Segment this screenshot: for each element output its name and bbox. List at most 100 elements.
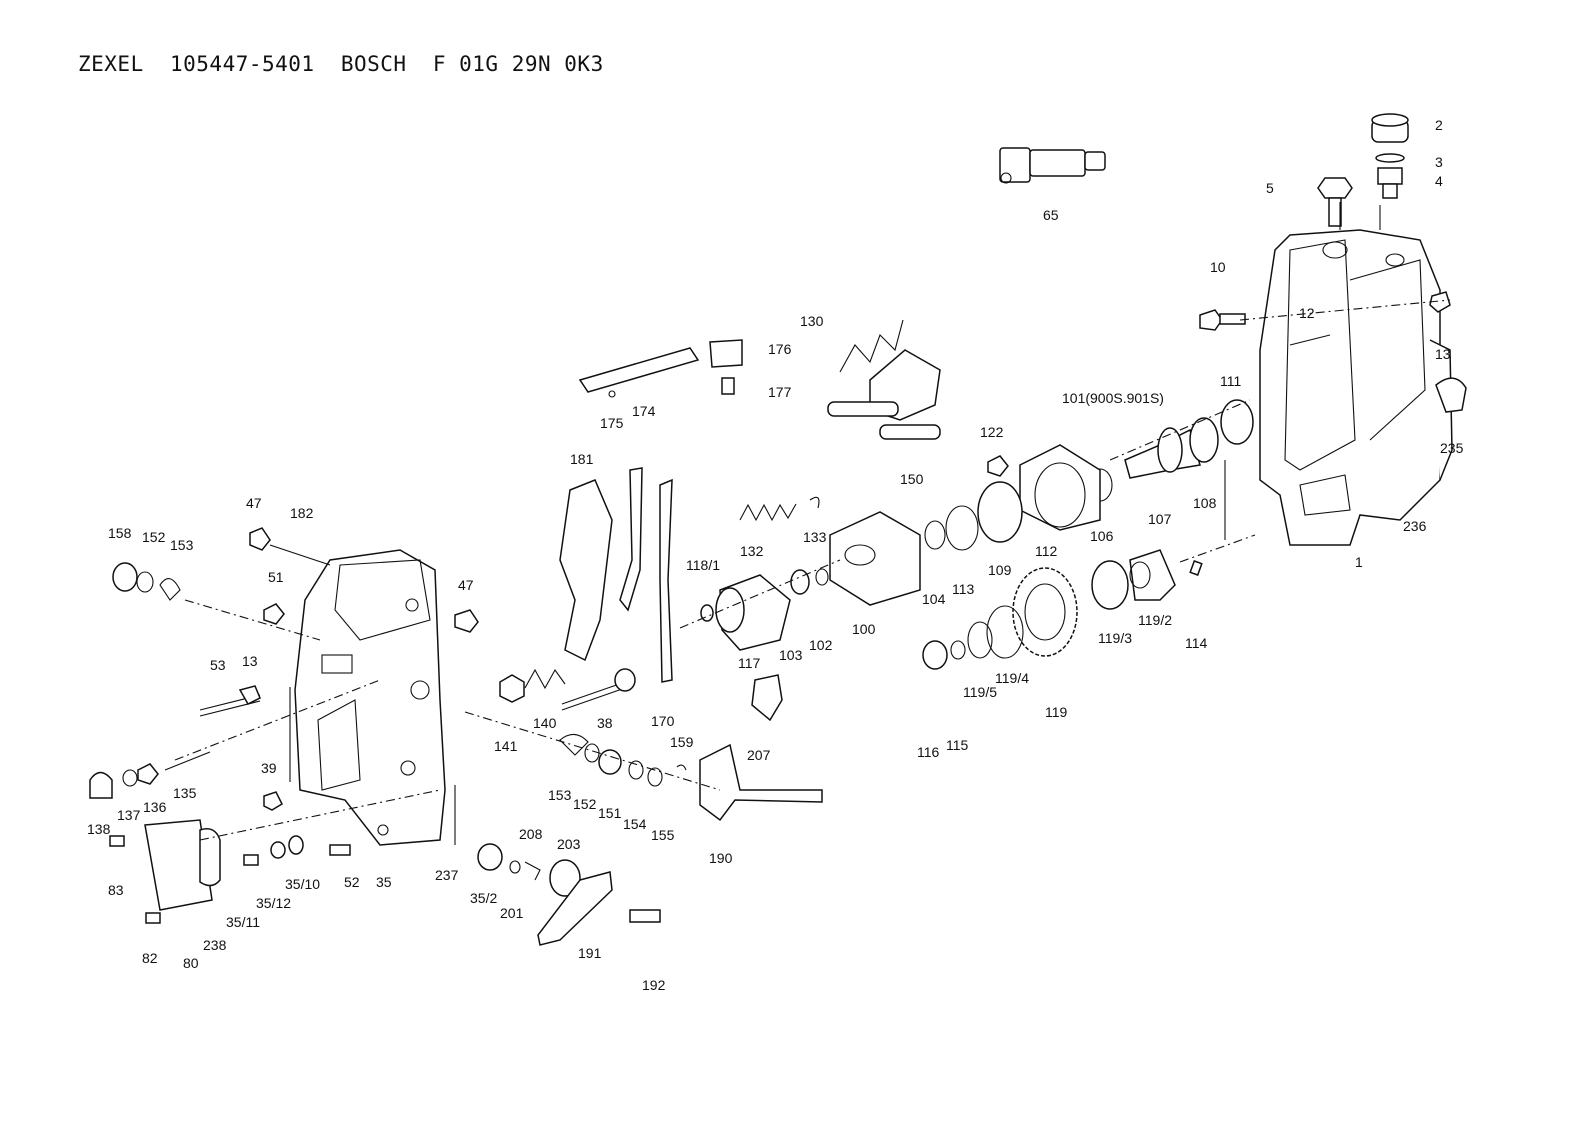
part-label: 103	[779, 647, 803, 663]
page-title: ZEXEL 105447-5401 BOSCH F 01G 29N 0K3	[78, 52, 604, 76]
key-part-114	[1189, 560, 1203, 576]
part-label: 107	[1148, 511, 1172, 527]
part-label: 35	[376, 874, 392, 890]
flange-part-112	[1019, 444, 1101, 531]
clip-part-153a	[159, 578, 181, 601]
part-label: 102	[809, 637, 833, 653]
washer-part-35-12	[270, 841, 286, 859]
hub-part-119-3	[1091, 560, 1129, 610]
screw-part-192	[629, 909, 661, 923]
part-label: 2	[1435, 117, 1443, 133]
bolt-part-10	[1199, 309, 1246, 331]
part-label: 117	[738, 655, 761, 671]
screw-part-38	[561, 681, 626, 711]
part-label: 192	[642, 977, 666, 993]
pin-part-175	[608, 390, 616, 398]
nut-part-141	[499, 674, 525, 703]
part-label: 138	[87, 821, 111, 837]
part-label: 133	[803, 529, 827, 545]
part-label: 51	[268, 569, 284, 585]
bolt-part-47a	[249, 527, 271, 551]
plug-part-35-2	[477, 843, 503, 871]
assembly-line	[1179, 534, 1256, 563]
part-label: 154	[623, 816, 647, 832]
clamp-part-207	[751, 674, 783, 722]
part-label: 38	[597, 715, 613, 731]
lever-shaft-part-150	[827, 349, 941, 440]
part-label: 1	[1355, 554, 1363, 570]
lever-part-170	[659, 478, 673, 683]
part-label: 141	[494, 738, 518, 754]
part-label: 109	[988, 562, 1012, 578]
part-label: 153	[170, 537, 194, 553]
part-label: 106	[1090, 528, 1114, 544]
screw-part-83	[109, 835, 125, 847]
assembly-line	[199, 789, 441, 841]
part-label: 152	[142, 529, 166, 545]
o-ring-part-152b	[584, 743, 600, 763]
washer-part-104	[924, 520, 946, 550]
part-label: 182	[290, 505, 314, 521]
part-label: 10	[1210, 259, 1226, 275]
lever-part-fork	[619, 467, 643, 612]
part-label: 47	[246, 495, 262, 511]
gasket-part-238	[199, 828, 221, 887]
nut-part-35-10	[288, 835, 304, 855]
bearing-part-108	[1189, 417, 1219, 463]
bolt-part-5	[1317, 177, 1353, 227]
snap-ring-part-113	[945, 505, 979, 551]
part-label: 115	[946, 737, 969, 753]
part-label: 175	[600, 415, 624, 431]
assembly-line	[184, 599, 321, 641]
bolt-part-51	[263, 603, 285, 625]
leader-line	[289, 202, 1381, 845]
part-label: 83	[108, 882, 124, 898]
assembly-line	[1239, 299, 1451, 321]
sensor-part-65	[999, 147, 1106, 184]
nut-part-13b	[238, 685, 261, 705]
bushing-part-103	[790, 569, 810, 595]
clip-part-133	[809, 496, 820, 509]
gear-part-119	[1012, 567, 1078, 657]
lever-part-181	[559, 479, 613, 662]
ring-part-119-5	[967, 621, 993, 659]
part-label: 5	[1266, 180, 1274, 196]
part-label: 12	[1299, 305, 1315, 321]
part-label: 65	[1043, 207, 1059, 223]
nut-part-116	[922, 640, 948, 670]
sleeve-part-117	[715, 574, 791, 651]
part-label: 155	[651, 827, 675, 843]
stud-part-12	[1289, 334, 1331, 346]
cover-plate-part-80	[144, 819, 213, 911]
part-label: 119/4	[995, 670, 1029, 686]
governor-cover-part-237	[294, 549, 446, 846]
key-part-159	[676, 764, 687, 771]
nut-part-136	[137, 763, 159, 785]
part-label: 235	[1440, 440, 1464, 456]
part-label: 104	[922, 591, 946, 607]
part-label: 113	[952, 581, 975, 597]
hub-part-119-2	[1129, 549, 1176, 601]
part-label: 207	[747, 747, 771, 763]
part-label: 80	[183, 955, 199, 971]
spring-part-132	[739, 503, 797, 522]
link-part-174	[578, 347, 700, 393]
part-label: 116	[917, 744, 940, 760]
part-label: 177	[768, 384, 792, 400]
part-label: 100	[852, 621, 876, 637]
assembly-line	[464, 711, 721, 791]
plug-part-158	[112, 562, 138, 592]
part-label: 101(900S.901S)	[1062, 390, 1164, 406]
part-label: 174	[632, 403, 656, 419]
part-label: 152	[573, 796, 597, 812]
part-label: 47	[458, 577, 474, 593]
screw-part-35-11	[243, 854, 259, 866]
part-label: 119	[1045, 704, 1068, 720]
part-callouts: 2 3 4 5 65 10 12 13 235 111 101(900S.901…	[87, 117, 1464, 993]
washer-part-155	[647, 767, 663, 787]
part-label: 191	[578, 945, 602, 961]
part-label: 35/11	[226, 914, 260, 930]
part-label: 114	[1185, 635, 1208, 651]
washer-part-115	[950, 640, 966, 660]
washer-part-118-1	[700, 604, 714, 622]
